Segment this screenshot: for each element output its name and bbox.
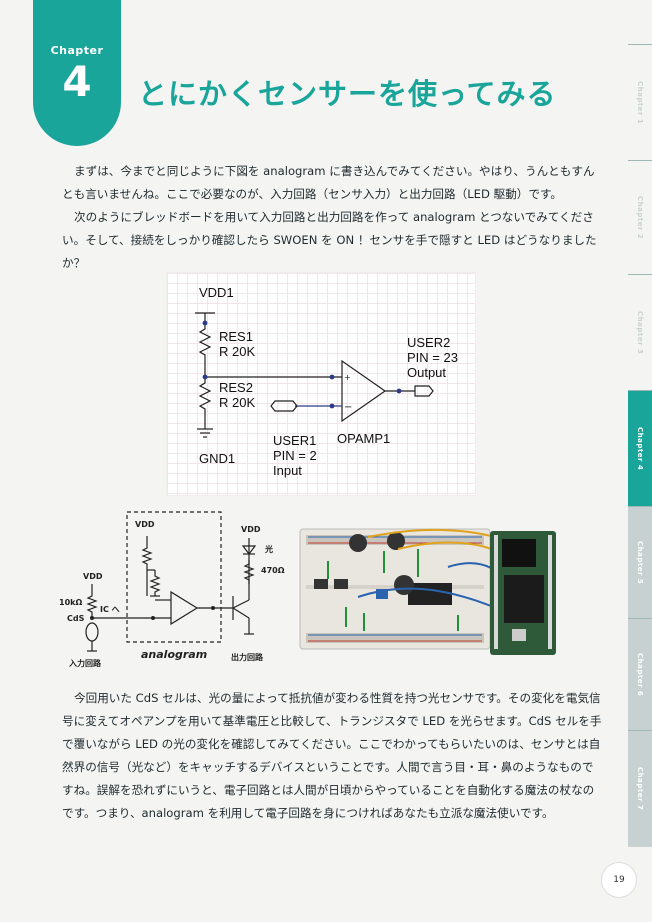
cds-label: CdS (67, 614, 85, 623)
paragraph-instructions: 次のようにブレッドボードを用いて入力回路と出力回路を作って analogram … (62, 210, 597, 270)
vdd-right-label: VDD (241, 525, 261, 534)
user1-pin: PIN = 2 (273, 448, 317, 463)
side-tab-chapter-5[interactable]: Chapter 5 (628, 506, 652, 619)
chapter-number: 4 (62, 57, 92, 106)
side-tab-label: Chapter 2 (636, 196, 644, 240)
side-tab-label: Chapter 5 (636, 541, 644, 585)
side-tab-label: Chapter 7 (636, 767, 644, 811)
res2-value: R 20K (219, 395, 256, 410)
light-label: 光 (265, 545, 273, 554)
vdd-left-label: VDD (83, 572, 103, 581)
side-tab-label: Chapter 4 (636, 427, 644, 471)
chapter-label: Chapter (50, 44, 104, 57)
side-tab-chapter-4[interactable]: Chapter 4 (628, 390, 652, 507)
opamp-schematic-lines: + − (195, 312, 434, 438)
side-tab-chapter-7[interactable]: Chapter 7 (628, 730, 652, 847)
led-resistor-label: 470Ω (261, 566, 285, 575)
side-tab-chapter-1[interactable]: Chapter 1 (628, 44, 652, 161)
side-tab-chapter-6[interactable]: Chapter 6 (628, 618, 652, 731)
user2-name: USER2 (407, 335, 451, 350)
opamp-label: OPAMP1 (337, 431, 391, 446)
opamp-schematic: + − VDD1 RES1 R 20K RES2 R 20K USER2 PIN… (166, 272, 476, 496)
user2-pin: PIN = 23 (407, 350, 458, 365)
res1-value: R 20K (219, 344, 256, 359)
breadboard-illustration (299, 528, 556, 655)
gnd-label: GND1 (199, 451, 236, 466)
side-tab-chapter-3[interactable]: Chapter 3 (628, 274, 652, 391)
breadboard-photo (298, 527, 560, 657)
vdd-label: VDD1 (199, 285, 234, 300)
chapter-badge: Chapter 4 (33, 0, 121, 146)
side-tab-label: Chapter 3 (636, 311, 644, 355)
sensor-circuit-lines (85, 511, 257, 652)
paragraph-explanation: 今回用いた CdS セルは、光の量によって抵抗値が変わる性質を持つ光センサです。… (62, 691, 602, 820)
svg-text:+: + (344, 373, 351, 382)
paragraph-intro: まずは、今までと同じように下図を analogram に書き込んでみてください。… (62, 164, 595, 201)
user2-type: Output (407, 365, 447, 380)
input-circuit-label: 入力回路 (69, 659, 101, 668)
user1-name: USER1 (273, 433, 317, 448)
output-circuit-label: 出力回路 (231, 653, 263, 662)
svg-text:−: − (344, 402, 352, 413)
res2-name: RES2 (219, 380, 253, 395)
analogram-logo: analogram (141, 648, 208, 661)
res1-name: RES1 (219, 329, 253, 344)
side-tab-label: Chapter 1 (636, 81, 644, 125)
side-tab-label: Chapter 6 (636, 653, 644, 697)
ic-label: IC へ (100, 605, 120, 614)
page-number: 19 (601, 862, 637, 898)
side-tab-chapter-2[interactable]: Chapter 2 (628, 160, 652, 275)
user1-type: Input (273, 463, 302, 478)
sensor-circuit-diagram: VDD VDD VDD 10kΩ CdS IC へ 光 470Ω 入力回路 出力… (55, 508, 295, 668)
vdd-mid-label: VDD (135, 520, 155, 529)
page-title: とにかくセンサーを使ってみる (138, 77, 557, 111)
resistor-label: 10kΩ (59, 598, 83, 607)
